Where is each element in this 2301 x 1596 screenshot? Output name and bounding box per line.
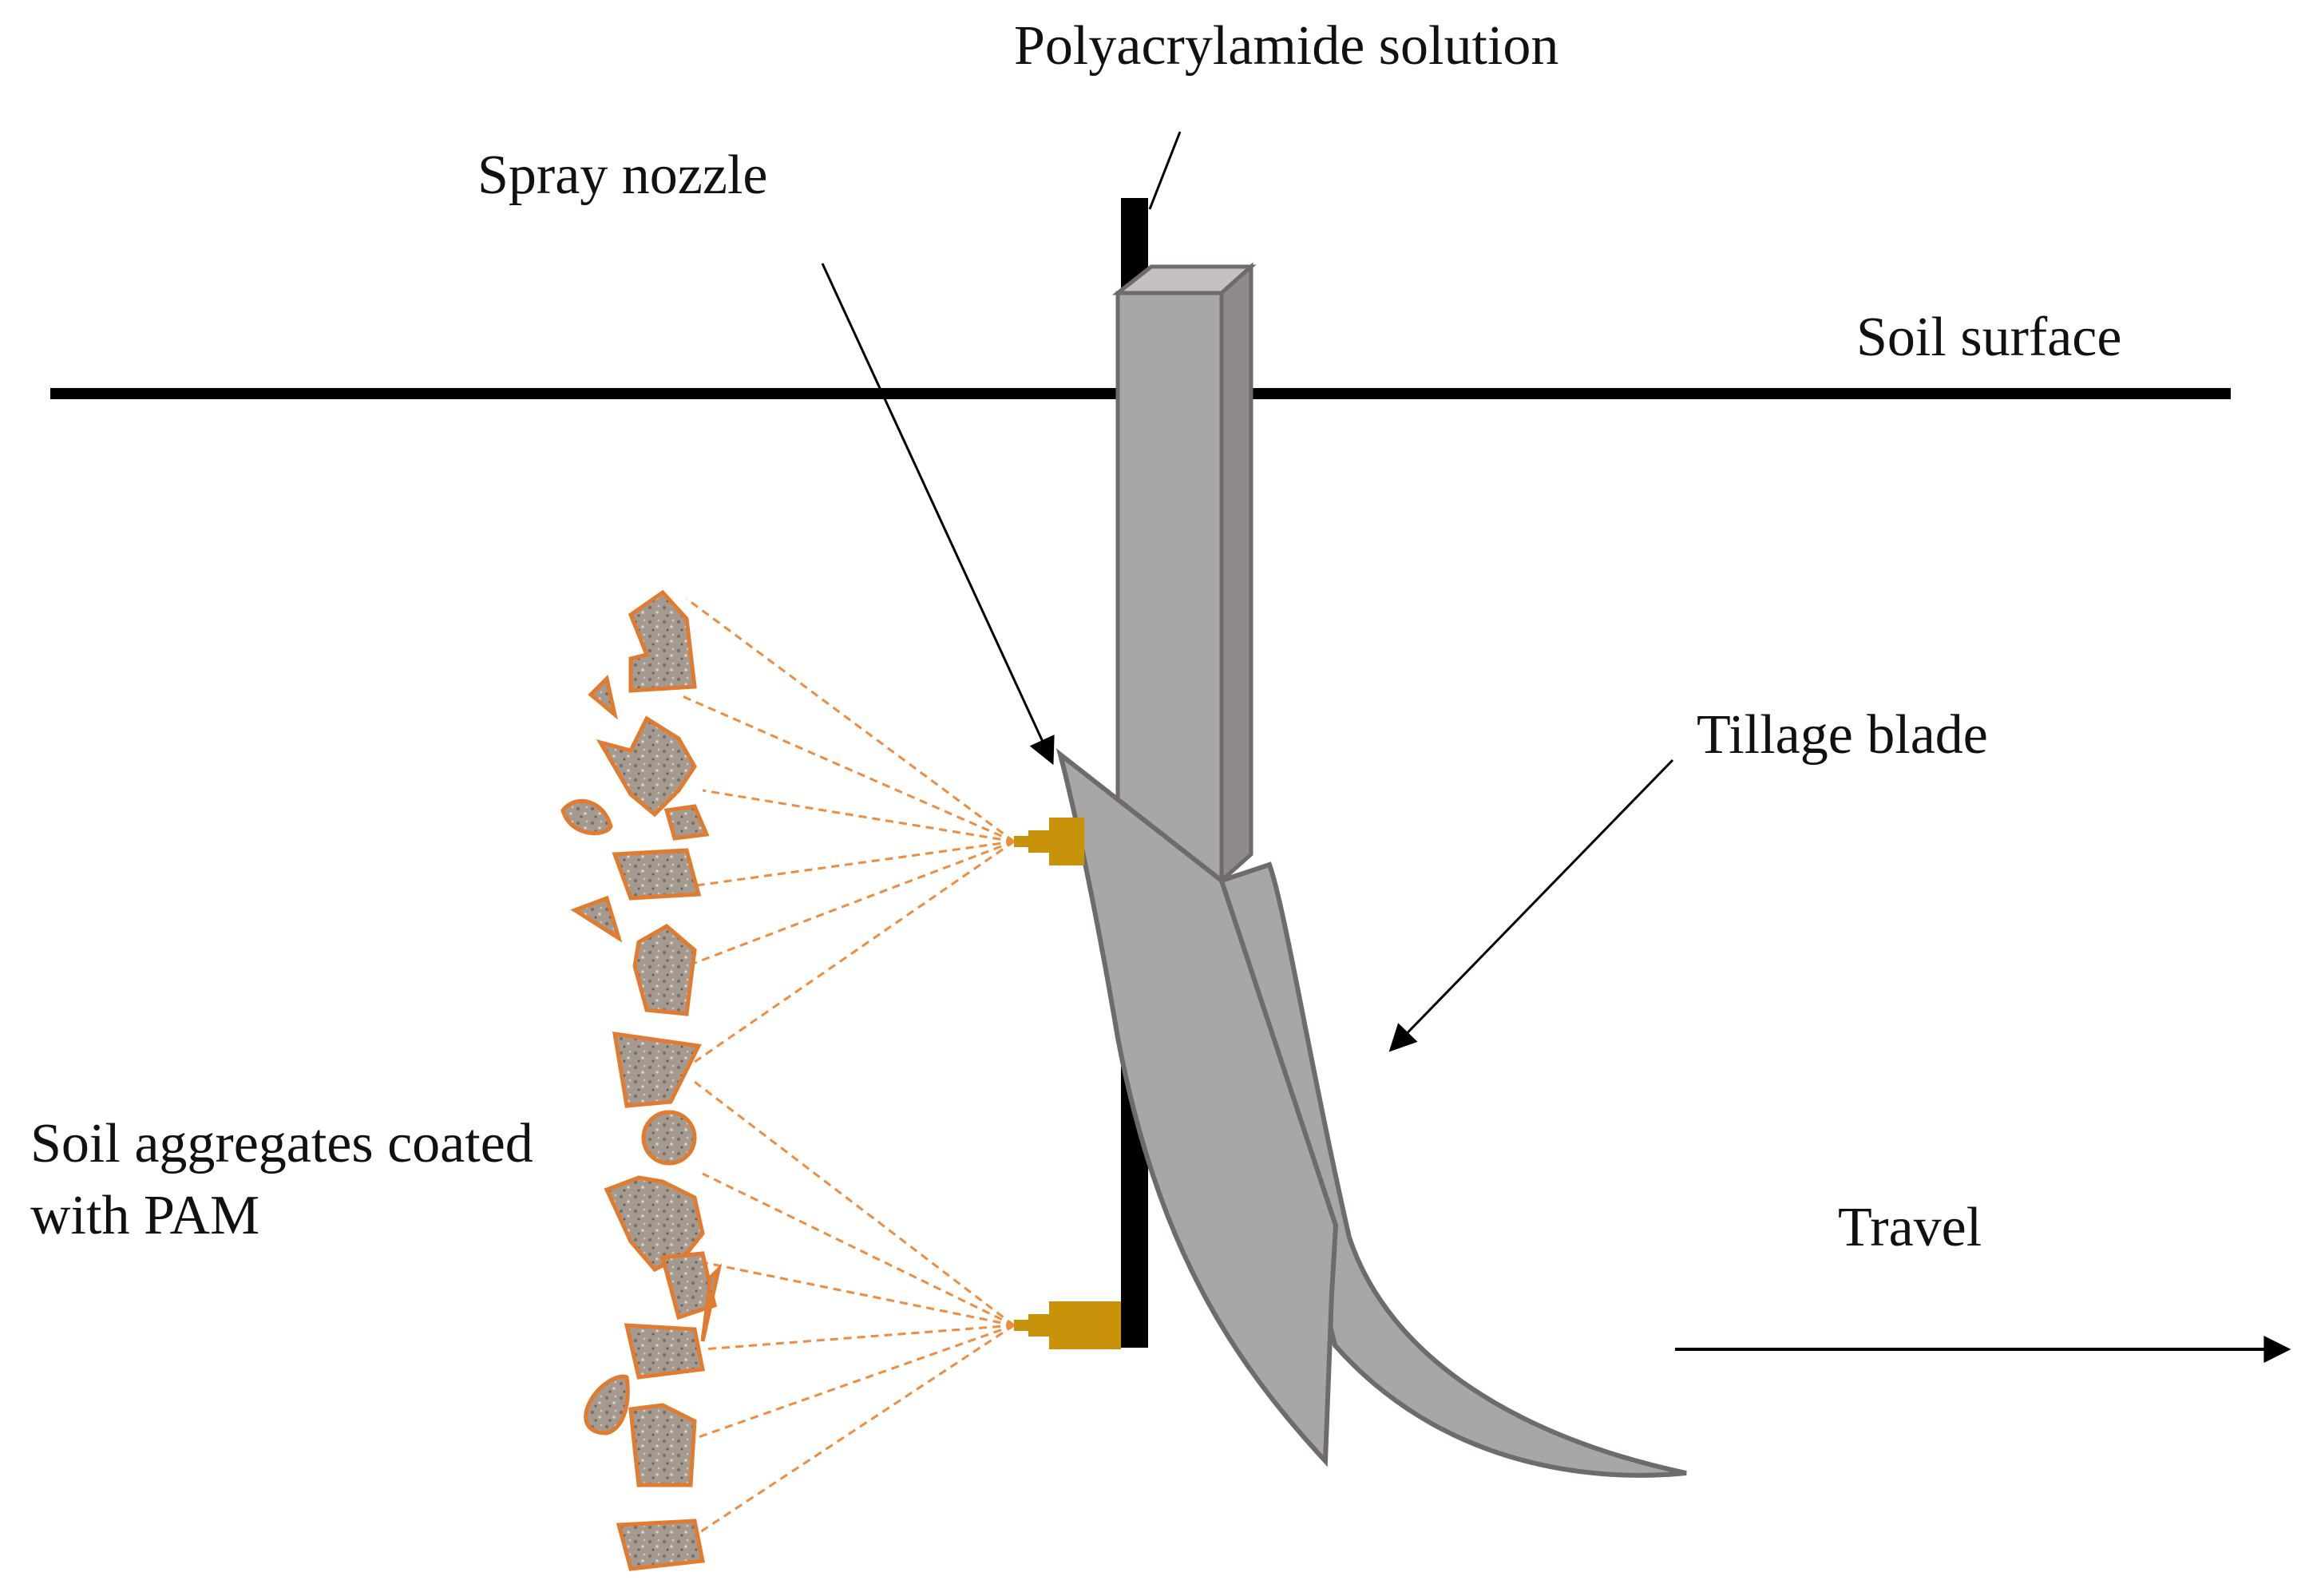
soil-aggregate bbox=[604, 1175, 705, 1273]
soil-aggregate bbox=[641, 1110, 697, 1166]
soil-aggregate bbox=[628, 589, 697, 693]
soil-aggregate bbox=[632, 923, 697, 1016]
label-soil-aggregates-line2: with PAM bbox=[30, 1185, 259, 1246]
soil-aggregate bbox=[624, 1323, 705, 1380]
label-soil-aggregates-line1: Soil aggregates coated bbox=[30, 1113, 533, 1174]
lower-nozzle bbox=[1014, 1301, 1121, 1349]
soil-aggregate bbox=[700, 1263, 723, 1342]
spray-pattern-lower bbox=[686, 1080, 1015, 1543]
nozzle-pointer bbox=[821, 263, 1055, 766]
soil-aggregates bbox=[560, 589, 723, 1571]
soil-aggregate bbox=[560, 798, 613, 836]
soil-aggregate bbox=[616, 1519, 705, 1571]
soil-aggregate bbox=[612, 848, 702, 901]
soil-aggregate bbox=[659, 1251, 717, 1321]
soil-aggregate bbox=[612, 1032, 702, 1108]
shank-side bbox=[1219, 262, 1253, 885]
upper-nozzle bbox=[1014, 818, 1084, 865]
soil-aggregate bbox=[663, 804, 710, 841]
shank-front bbox=[1115, 291, 1224, 883]
soil-aggregate bbox=[570, 895, 623, 943]
spray-pattern-upper bbox=[678, 597, 1015, 1063]
soil-aggregate bbox=[596, 715, 697, 818]
tillage-blade-front bbox=[1055, 748, 1339, 1467]
soil-aggregate bbox=[588, 675, 619, 720]
label-soil-surface: Soil surface bbox=[1856, 307, 2121, 368]
label-travel: Travel bbox=[1838, 1197, 1982, 1258]
label-spray-nozzle: Spray nozzle bbox=[477, 145, 767, 206]
shank bbox=[1111, 262, 1257, 885]
label-tillage-blade: Tillage blade bbox=[1697, 704, 1988, 766]
soil-aggregate bbox=[628, 1403, 697, 1487]
label-polyacrylamide-solution: Polyacrylamide solution bbox=[1014, 15, 1558, 77]
solution-pointer bbox=[1148, 131, 1182, 210]
tillage-blade-rear bbox=[1218, 861, 1687, 1478]
soil-aggregate bbox=[584, 1374, 630, 1436]
blade-pointer bbox=[1388, 758, 1674, 1052]
